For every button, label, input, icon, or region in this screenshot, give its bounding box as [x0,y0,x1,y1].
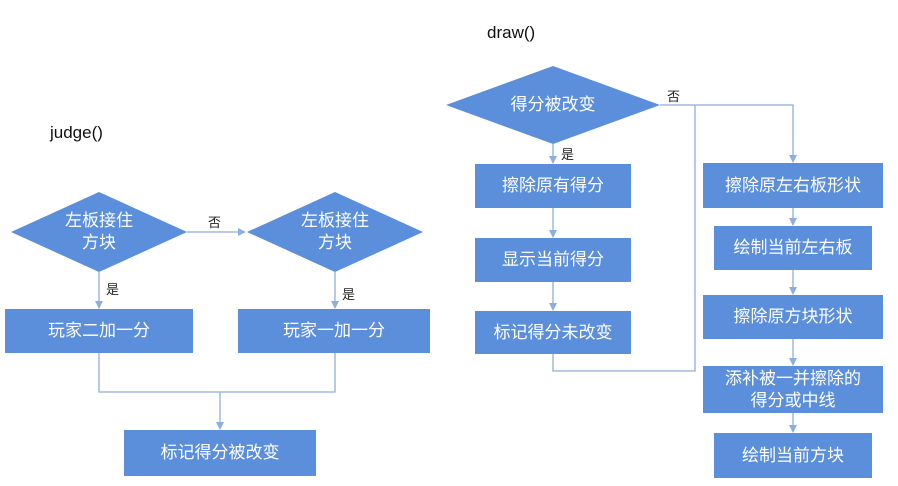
draw-current-block-box: 绘制当前方块 [714,433,872,478]
draw-decision-text: 得分被改变 [510,95,596,115]
draw-no-arrow [660,104,797,163]
mark-score-changed-box: 标记得分被改变 [124,430,316,476]
draw-loop-back-line [552,105,696,372]
judge-merge-line [98,353,336,393]
draw-no-label: 否 [667,90,681,105]
erase-old-block-box: 擦除原方块形状 [703,295,883,339]
judge-decision-1-text: 左板接住 方块 [65,211,133,253]
judge-yes-label-2: 是 [342,288,356,303]
judge-title: judge() [50,123,103,142]
draw-current-paddles-box: 绘制当前左右板 [714,226,872,270]
judge-decision-2-text: 左板接住 方块 [301,211,369,253]
draw-title: draw() [487,23,536,42]
judge-yes-label-1: 是 [106,283,120,298]
judge-decision-2-shape [247,192,423,272]
show-current-score-box: 显示当前得分 [475,238,631,282]
patch-score-or-midline-box: 添补被一并擦除的 得分或中线 [703,366,883,413]
erase-old-paddles-box: 擦除原左右板形状 [703,163,883,208]
mark-score-unchanged-box: 标记得分未改变 [475,311,631,354]
erase-old-score-box: 擦除原有得分 [475,164,631,208]
player2-add-point-box: 玩家二加一分 [5,309,193,353]
draw-yes-label: 是 [561,148,575,163]
draw-decision-shape [446,66,660,144]
player1-add-point-box: 玩家一加一分 [238,309,430,353]
judge-decision-1-shape [11,192,187,272]
judge-no-label: 否 [208,216,222,231]
